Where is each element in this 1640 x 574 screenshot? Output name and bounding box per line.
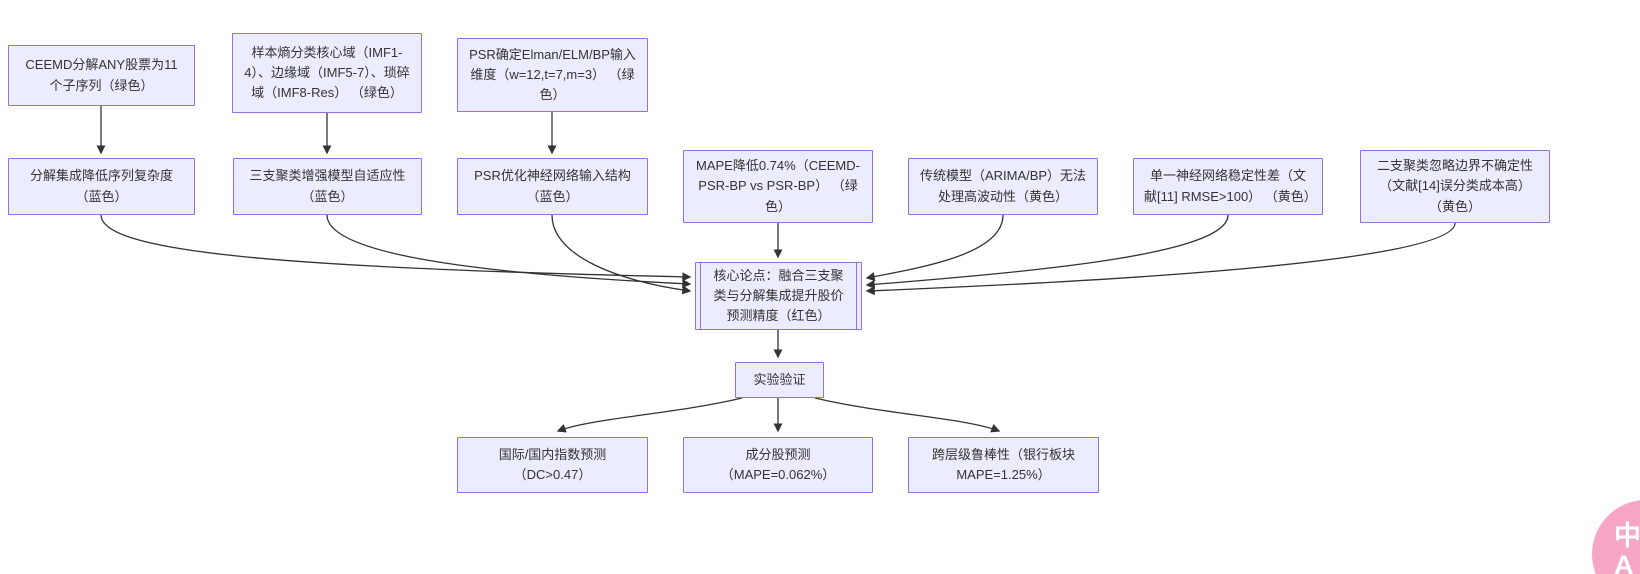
node-robustness: 跨层级鲁棒性（银行板块 MAPE=1.25%） <box>908 437 1099 493</box>
node-sample-entropy: 样本熵分类核心域（IMF1-4）、边缘域（IMF5-7）、琐碎域（IMF8-Re… <box>232 33 422 113</box>
edge-experiment-to-index <box>556 397 743 433</box>
edge-psropt-to-core <box>551 214 692 295</box>
node-two-way-clustering: 二支聚类忽略边界不确定性（文献[14]误分类成本高）（黄色） <box>1360 150 1550 223</box>
node-core-thesis: 核心论点：融合三支聚类与分解集成提升股价预测精度（红色） <box>695 262 862 330</box>
edge-traditional-to-core <box>865 214 1004 282</box>
node-single-network: 单一神经网络稳定性差（文献[11] RMSE>100） （黄色） <box>1133 158 1323 215</box>
node-psr-dimension: PSR确定Elman/ELM/BP输入维度（w=12,t=7,m=3） （绿色） <box>457 38 648 112</box>
edge-singlenet-to-core <box>865 214 1229 289</box>
edge-clustering-to-core <box>326 214 692 289</box>
edge-experiment-to-robustness <box>814 397 1001 433</box>
node-traditional-model: 传统模型（ARIMA/BP）无法处理高波动性（黄色） <box>908 158 1098 215</box>
edge-twoway-to-core <box>865 222 1456 296</box>
node-experiment-validation: 实验验证 <box>735 362 824 398</box>
translate-badge[interactable]: 中A <box>1592 500 1640 574</box>
edge-decompose-to-core <box>100 214 692 282</box>
translate-badge-label: 中A <box>1614 521 1640 574</box>
node-three-way-clustering: 三支聚类增强模型自适应性 （蓝色） <box>233 158 422 215</box>
node-decompose-ensemble: 分解集成降低序列复杂度 （蓝色） <box>8 158 195 215</box>
node-constituent-prediction: 成分股预测（MAPE=0.062%） <box>683 437 873 493</box>
node-psr-optimize: PSR优化神经网络输入结构 （蓝色） <box>457 158 648 215</box>
node-ceemd-decompose: CEEMD分解ANY股票为11个子序列（绿色） <box>8 45 195 106</box>
node-mape-reduce: MAPE降低0.74%（CEEMD-PSR-BP vs PSR-BP） （绿色） <box>683 150 873 223</box>
node-index-prediction: 国际/国内指数预测（DC>0.47） <box>457 437 648 493</box>
